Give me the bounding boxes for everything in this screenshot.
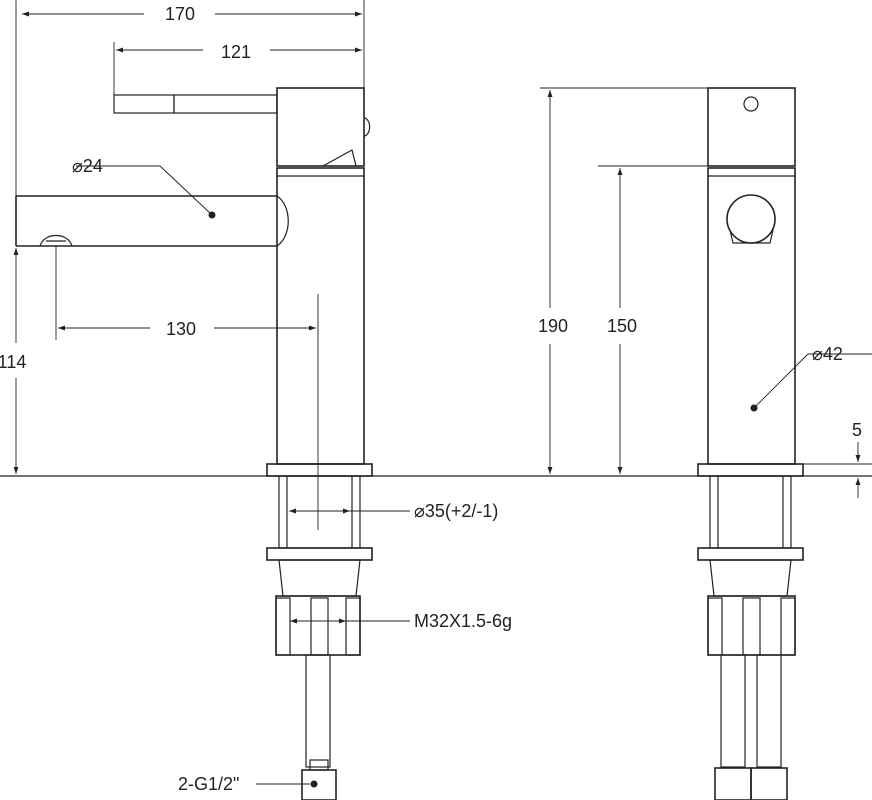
side-handle-hole [743,96,759,112]
dim-mount-diameter: ⌀35(+2/-1) [414,501,498,521]
dim-spout-diameter: ⌀24 [72,156,103,176]
leader-dot [750,404,758,412]
side-nut-rib [707,597,723,656]
nut-rib [345,597,361,656]
side-flange [697,463,804,477]
dim-spout-height: 114 [0,352,26,372]
leader-line [159,165,212,215]
side-nut-rib [780,597,796,656]
dim-body-height: 150 [607,316,637,336]
side-hose-nut-right [750,767,788,800]
nut-upper [278,559,361,597]
side-handle-head [707,87,796,167]
hose-ferrule [309,759,329,771]
washer [266,547,373,561]
side-hose-right [756,654,782,768]
side-nut [707,595,796,656]
dim-overall-width: 170 [165,4,195,24]
handle-lever [173,94,278,114]
side-view: 190 150 ⌀42 5 [538,87,872,800]
side-body [707,167,796,465]
dim-hose-connection: 2-G1/2" [178,774,239,794]
side-washer [697,547,804,561]
side-hose-nut-left [714,767,752,800]
body [276,167,365,465]
handle-grip [113,94,175,114]
nut-rib [275,597,291,656]
nut [275,595,361,656]
hose [305,654,331,768]
handle-head [276,87,365,167]
hose-dot [310,780,318,788]
aerator [39,234,73,247]
dim-spout-reach: 130 [166,319,196,339]
spout-joint [276,195,289,247]
side-nut-upper [709,559,792,597]
dim-thread: M32X1.5-6g [414,611,512,631]
side-spout-outlet [726,194,776,244]
handle-cam [322,149,357,167]
dim-total-height: 190 [538,316,568,336]
base-flange [266,463,373,477]
dim-handle-reach: 121 [221,42,251,62]
hose-nut [301,769,337,800]
dim-body-diameter: ⌀42 [812,344,843,364]
leader-line [753,353,809,409]
leader-dot [208,211,216,219]
nut-rib [310,597,329,656]
mount-shank [278,475,361,549]
side-shank [709,475,792,549]
side-hose-left [720,654,746,768]
side-spout-joint [729,229,774,244]
side-nut-rib [742,597,761,656]
spout [15,195,277,247]
dim-base-thickness: 5 [852,420,862,440]
handle-pin [363,117,371,137]
